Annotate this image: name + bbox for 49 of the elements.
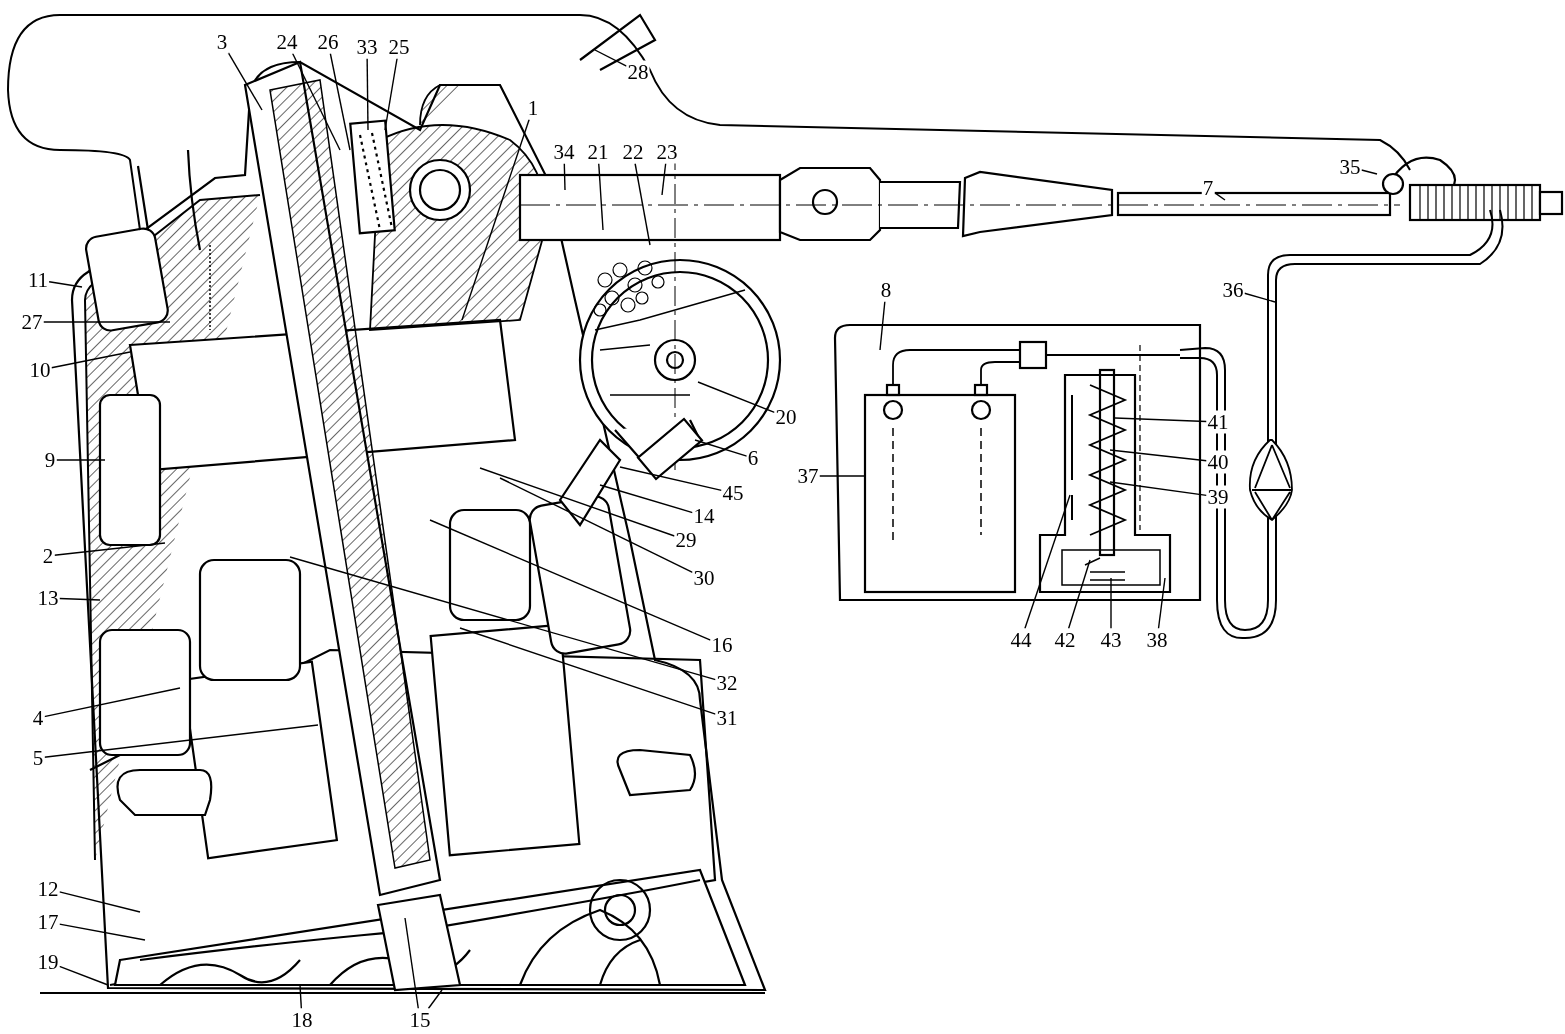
leader-line: [53, 542, 166, 556]
leader-line: [1110, 577, 1112, 630]
leader-line: [55, 459, 106, 461]
leader-line: [599, 484, 694, 514]
leader-line: [479, 467, 676, 537]
leader-line: [594, 49, 628, 67]
leader-line: [227, 51, 263, 111]
leader-line: [1243, 292, 1276, 303]
leader-line: [1024, 494, 1071, 630]
leader-line: [366, 57, 369, 131]
leader-line: [1360, 169, 1378, 175]
leader-line: [429, 519, 712, 641]
leader-line: [598, 162, 604, 231]
leader-line: [499, 477, 694, 574]
callout-number: 39: [1206, 485, 1230, 509]
leader-line: [427, 989, 443, 1010]
leader-line: [563, 162, 566, 191]
leader-line: [329, 52, 351, 151]
leader-line: [459, 627, 717, 715]
callout-number: 40: [1206, 450, 1230, 474]
leader-line: [299, 984, 303, 1010]
leader-line: [619, 466, 723, 492]
leader-line: [1109, 481, 1208, 497]
leader-line: [697, 381, 776, 414]
leader-line: [289, 556, 717, 681]
leader-line: [291, 52, 341, 151]
leader-line: [50, 351, 131, 369]
leader-line: [1213, 191, 1226, 201]
leader-line: [43, 687, 181, 718]
leader-line: [1157, 577, 1166, 630]
leader-line: [661, 162, 667, 196]
leader-line: [818, 475, 866, 477]
leader-line: [1109, 449, 1208, 462]
leader-line: [58, 891, 141, 913]
leader-line: [42, 321, 171, 323]
leader-line: [58, 923, 146, 941]
leader-line: [694, 439, 748, 457]
leader-line: [384, 57, 398, 131]
leader-line: [1114, 417, 1208, 423]
leader-line: [58, 965, 109, 986]
callout-number: 41: [1206, 410, 1230, 434]
leader-line: [404, 917, 419, 1010]
leader-line: [461, 118, 530, 321]
leader-line: [879, 300, 886, 351]
leader-line: [58, 597, 101, 601]
leader-line: [48, 281, 83, 288]
leader-line: [43, 724, 319, 758]
leader-line: [1067, 559, 1091, 630]
leader-line: [634, 162, 651, 246]
